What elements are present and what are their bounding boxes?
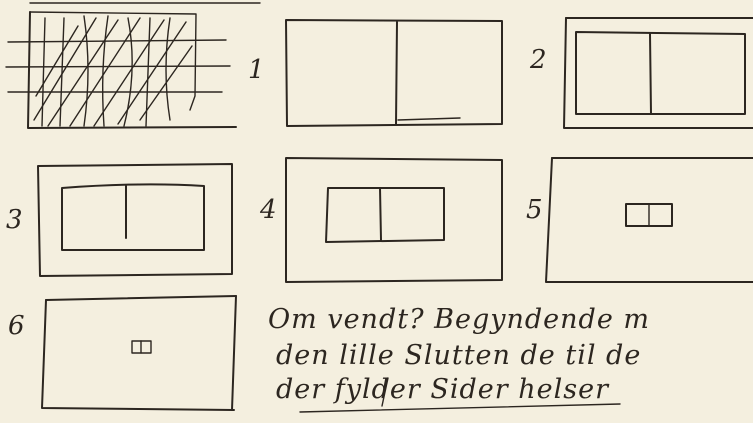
panel-1: 1 bbox=[248, 20, 502, 126]
panel-5: 5 bbox=[526, 158, 753, 282]
panel-4: 4 bbox=[259, 158, 502, 282]
panel-number: 2 bbox=[529, 45, 547, 75]
handwritten-note: Om vendt? Begyndende m den lille Slutten… bbox=[268, 304, 650, 412]
note-line-2: den lille Slutten de til de bbox=[276, 340, 641, 371]
panel-2: 2 bbox=[529, 18, 753, 128]
panel-number: 4 bbox=[259, 195, 277, 225]
panel-3: 3 bbox=[6, 164, 232, 276]
hatched-study bbox=[6, 12, 236, 128]
panel-number: 5 bbox=[526, 195, 543, 225]
note-line-3: der fylder Sider helser bbox=[276, 374, 610, 405]
note-line-1: Om vendt? Begyndende m bbox=[268, 304, 650, 335]
panel-6: 6 bbox=[8, 296, 236, 410]
panel-number: 3 bbox=[6, 205, 23, 235]
note-underline bbox=[300, 404, 620, 412]
panel-number: 6 bbox=[8, 311, 25, 341]
panel-number: 1 bbox=[248, 55, 265, 85]
